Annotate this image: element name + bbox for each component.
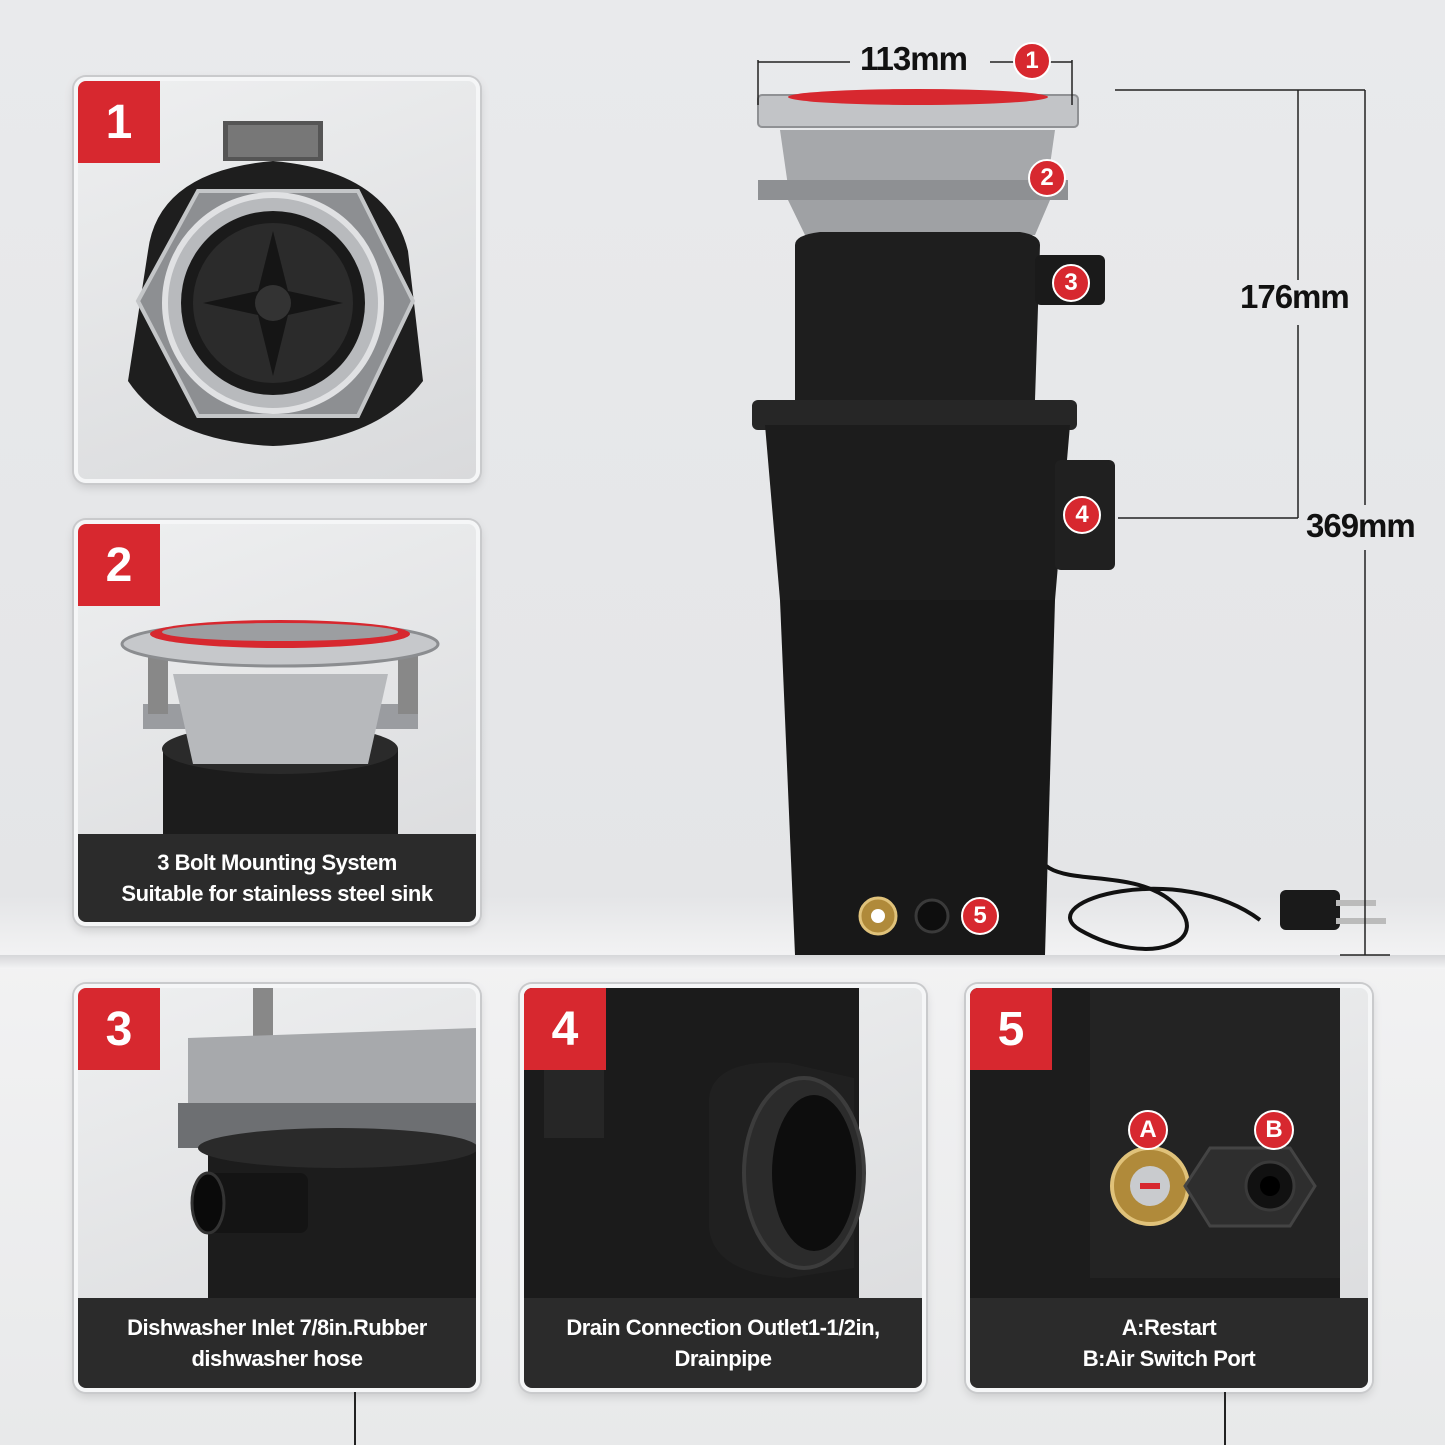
panel-5-caption-line2: B:Air Switch Port	[1082, 1346, 1256, 1371]
floor-line	[0, 955, 1445, 969]
power-plug-icon	[1280, 890, 1340, 930]
callout-1: 1	[1013, 42, 1051, 80]
mounting-system-illustration	[120, 620, 440, 834]
panel-3-caption: Dishwasher Inlet 7/8in.Rubber dishwasher…	[78, 1298, 476, 1388]
panel-2-number-badge: 2	[78, 524, 160, 606]
panel-2-caption-line1: 3 Bolt Mounting System	[157, 850, 397, 875]
top-view-illustration	[128, 121, 423, 446]
panel-1-top-view: 1	[74, 77, 480, 483]
callout-4: 4	[1063, 496, 1101, 534]
callout-5: 5	[961, 897, 999, 935]
dimension-width-label: 113mm	[860, 40, 968, 77]
panel-4-caption-line2: Drainpipe	[674, 1346, 772, 1371]
dimension-total-height-label: 369mm	[1306, 507, 1416, 544]
callout-a: A	[1128, 1110, 1168, 1150]
panel-5-ports: 5 A B A:Restart B:Air Switch Port	[966, 984, 1372, 1392]
panel-5-caption: A:Restart B:Air Switch Port	[970, 1298, 1368, 1388]
drain-outlet-illustration	[524, 988, 866, 1298]
panel-4-drain-outlet: 4 Drain Connection Outlet1-1/2in, Drainp…	[520, 984, 926, 1392]
panel-1-number-badge: 1	[78, 81, 160, 163]
panel-3-number-badge: 3	[78, 988, 160, 1070]
panel-3-caption-line2: dishwasher hose	[191, 1346, 363, 1371]
connector-line-left	[354, 1392, 356, 1445]
dishwasher-inlet-illustration	[178, 988, 476, 1298]
callout-b: B	[1254, 1110, 1294, 1150]
callout-2: 2	[1028, 159, 1066, 197]
panel-2-caption-line2: Suitable for stainless steel sink	[121, 881, 433, 906]
panel-3-caption-line1: Dishwasher Inlet 7/8in.Rubber	[127, 1315, 427, 1340]
panel-4-caption: Drain Connection Outlet1-1/2in, Drainpip…	[524, 1298, 922, 1388]
panel-2-mount: 2 3 Bolt Mounting System Suitable for st…	[74, 520, 480, 926]
callout-3: 3	[1052, 264, 1090, 302]
panel-3-dishwasher-inlet: 3 Dishwasher Inlet 7/8in.Rubber dishwash…	[74, 984, 480, 1392]
panel-4-number-badge: 4	[524, 988, 606, 1070]
dimension-upper-height-label: 176mm	[1240, 278, 1350, 315]
panel-5-number-badge: 5	[970, 988, 1052, 1070]
panel-4-caption-line1: Drain Connection Outlet1-1/2in,	[566, 1315, 880, 1340]
panel-2-caption: 3 Bolt Mounting System Suitable for stai…	[78, 834, 476, 922]
panel-5-caption-line1: A:Restart	[1121, 1315, 1217, 1340]
connector-line-right	[1224, 1392, 1226, 1445]
main-product-illustration	[752, 60, 1390, 956]
